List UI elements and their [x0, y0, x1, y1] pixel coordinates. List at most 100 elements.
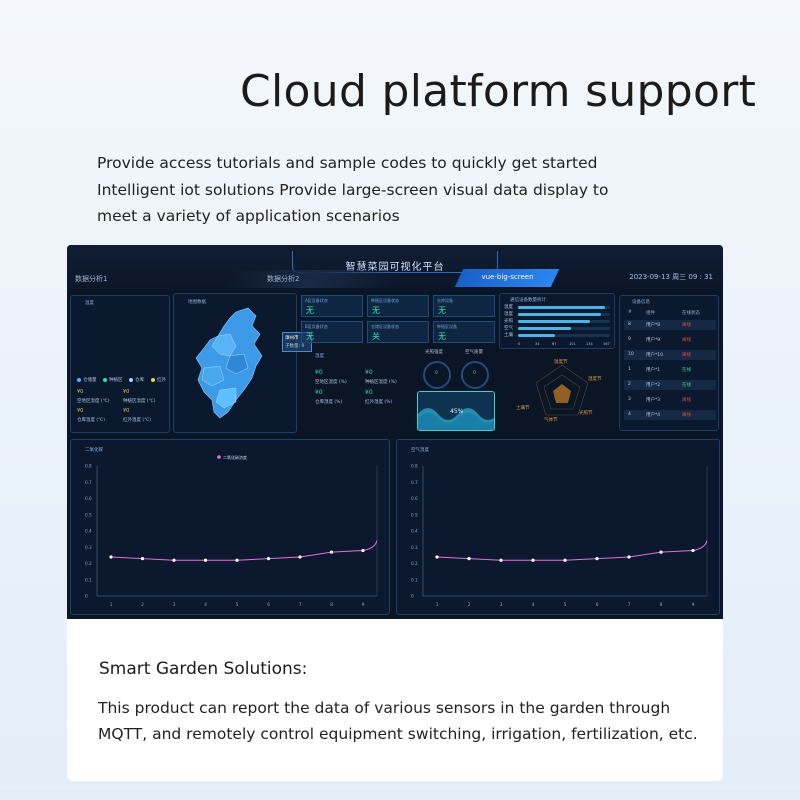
row-id: 2	[628, 382, 631, 387]
card-value: 无	[438, 332, 446, 341]
y-tick-label: 0	[85, 594, 88, 599]
panel-label: 地图数据	[188, 300, 206, 305]
legend-marker	[217, 455, 221, 459]
legend-dot	[77, 378, 81, 382]
x-tick-label: 8	[660, 602, 663, 607]
bar-track	[518, 306, 610, 309]
radar-label: 湿度节	[588, 377, 602, 382]
y-tick-label: 0.3	[85, 545, 92, 550]
legend-dot	[129, 378, 133, 382]
bar-fill	[518, 320, 590, 323]
gauge-label: 空气质量	[465, 350, 483, 355]
radar-chart	[535, 364, 589, 416]
datetime: 2023-09-13 周三 09 : 31	[629, 273, 713, 281]
legend-label: 红外	[157, 378, 166, 383]
header-cell: 组件	[646, 311, 655, 316]
card-value: 无	[306, 332, 314, 341]
province-map[interactable]	[174, 294, 298, 434]
row-id: 3	[628, 397, 631, 402]
tooltip-count: 子数量: 0	[285, 344, 305, 349]
gauge-value: 0	[473, 371, 476, 376]
body-line: MQTT, and remotely control equipment swi…	[98, 725, 698, 743]
x-tick-label: 9	[692, 602, 695, 607]
data-point	[691, 548, 695, 553]
row-status: 离线	[682, 338, 691, 343]
x-tick-label: 1	[110, 602, 113, 607]
bar-tick: 101	[569, 342, 576, 346]
wave-gauge: 45%	[417, 391, 495, 431]
series-line	[436, 540, 708, 561]
y-tick-label: 0.1	[85, 577, 92, 582]
data-point	[563, 558, 567, 562]
humidity-sublabel: 红外湿度 (%)	[365, 400, 393, 405]
bar-tick: 0	[518, 342, 521, 346]
row-name: 用户*4	[646, 413, 661, 418]
y-tick-label: 0.3	[411, 545, 418, 550]
row-id: 4	[628, 412, 631, 417]
row-name: 用户*10	[646, 353, 663, 358]
row-status: 离线	[682, 353, 691, 358]
y-tick-label: 0.7	[85, 480, 92, 485]
dashboard-screenshot: 智慧菜园可视化平台 数据分析1 数据分析2 vue-big-screen 202…	[67, 245, 723, 619]
table-row[interactable]: 9 用户*9 离线	[624, 335, 716, 345]
y-tick-label: 0.2	[411, 561, 418, 566]
device-status-card[interactable]: 仓库设备无	[433, 295, 495, 317]
device-status-card[interactable]: 种植区设备无	[433, 321, 495, 343]
bar-track	[518, 327, 610, 330]
bar-fill	[518, 327, 572, 330]
row-id: 9	[628, 337, 631, 342]
solution-body: This product can report the data of vari…	[98, 695, 708, 747]
bar-tick: 167	[603, 342, 610, 346]
temp-label: 空地区温度 (℃)	[77, 399, 110, 404]
temp-value: ¥0	[123, 408, 130, 414]
humidity-sublabel: 空地区湿度 (%)	[315, 380, 347, 385]
radar-label: 温度节	[554, 360, 568, 365]
bar-label: 湿度	[504, 312, 513, 317]
row-status: 离线	[682, 413, 691, 418]
table-row[interactable]: 4 用户*4 离线	[624, 410, 716, 420]
data-point	[361, 548, 365, 553]
gauge-label: 光照强度	[425, 350, 443, 355]
bar-track	[518, 320, 610, 323]
panel-label: 设备信息	[632, 300, 650, 305]
tooltip-city: 漳州市	[285, 336, 299, 341]
temp-label: 种植区温度 (℃)	[123, 399, 156, 404]
data-point	[329, 550, 334, 554]
table-header: # 组件 在线状态	[624, 308, 716, 318]
row-id: 8	[628, 322, 631, 327]
tab-data-analysis-1[interactable]: 数据分析1	[75, 275, 108, 283]
tab-background	[222, 270, 402, 288]
body-line: This product can report the data of vari…	[98, 699, 671, 717]
y-tick-label: 0.4	[411, 529, 418, 534]
page-bottom	[0, 790, 800, 800]
device-status-card[interactable]: 种植区设备状态无	[367, 295, 429, 317]
device-status-card[interactable]: 仓储区设备状态关	[367, 321, 429, 343]
legend-dot	[151, 378, 155, 382]
card-label: 仓储区设备状态	[371, 324, 399, 329]
x-tick-label: 2	[141, 602, 144, 607]
x-tick-label: 8	[330, 602, 333, 607]
tab-data-analysis-2[interactable]: 数据分析2	[267, 275, 300, 283]
radar-label: 光照节	[579, 411, 593, 416]
tab-vue-big-screen[interactable]: vue-big-screen	[454, 269, 560, 287]
wave-value: 45%	[450, 408, 464, 415]
bar-tick: 34	[535, 342, 540, 346]
x-tick-label: 6	[596, 602, 599, 607]
device-status-card[interactable]: B区设备状态无	[301, 321, 363, 343]
x-tick-label: 5	[564, 602, 567, 607]
device-status-card[interactable]: A区设备状态无	[301, 295, 363, 317]
row-name: 用户*9	[646, 338, 661, 343]
card-label: 仓库设备	[437, 298, 453, 303]
data-point	[203, 558, 208, 562]
radar-label: 土壤节	[516, 406, 530, 411]
